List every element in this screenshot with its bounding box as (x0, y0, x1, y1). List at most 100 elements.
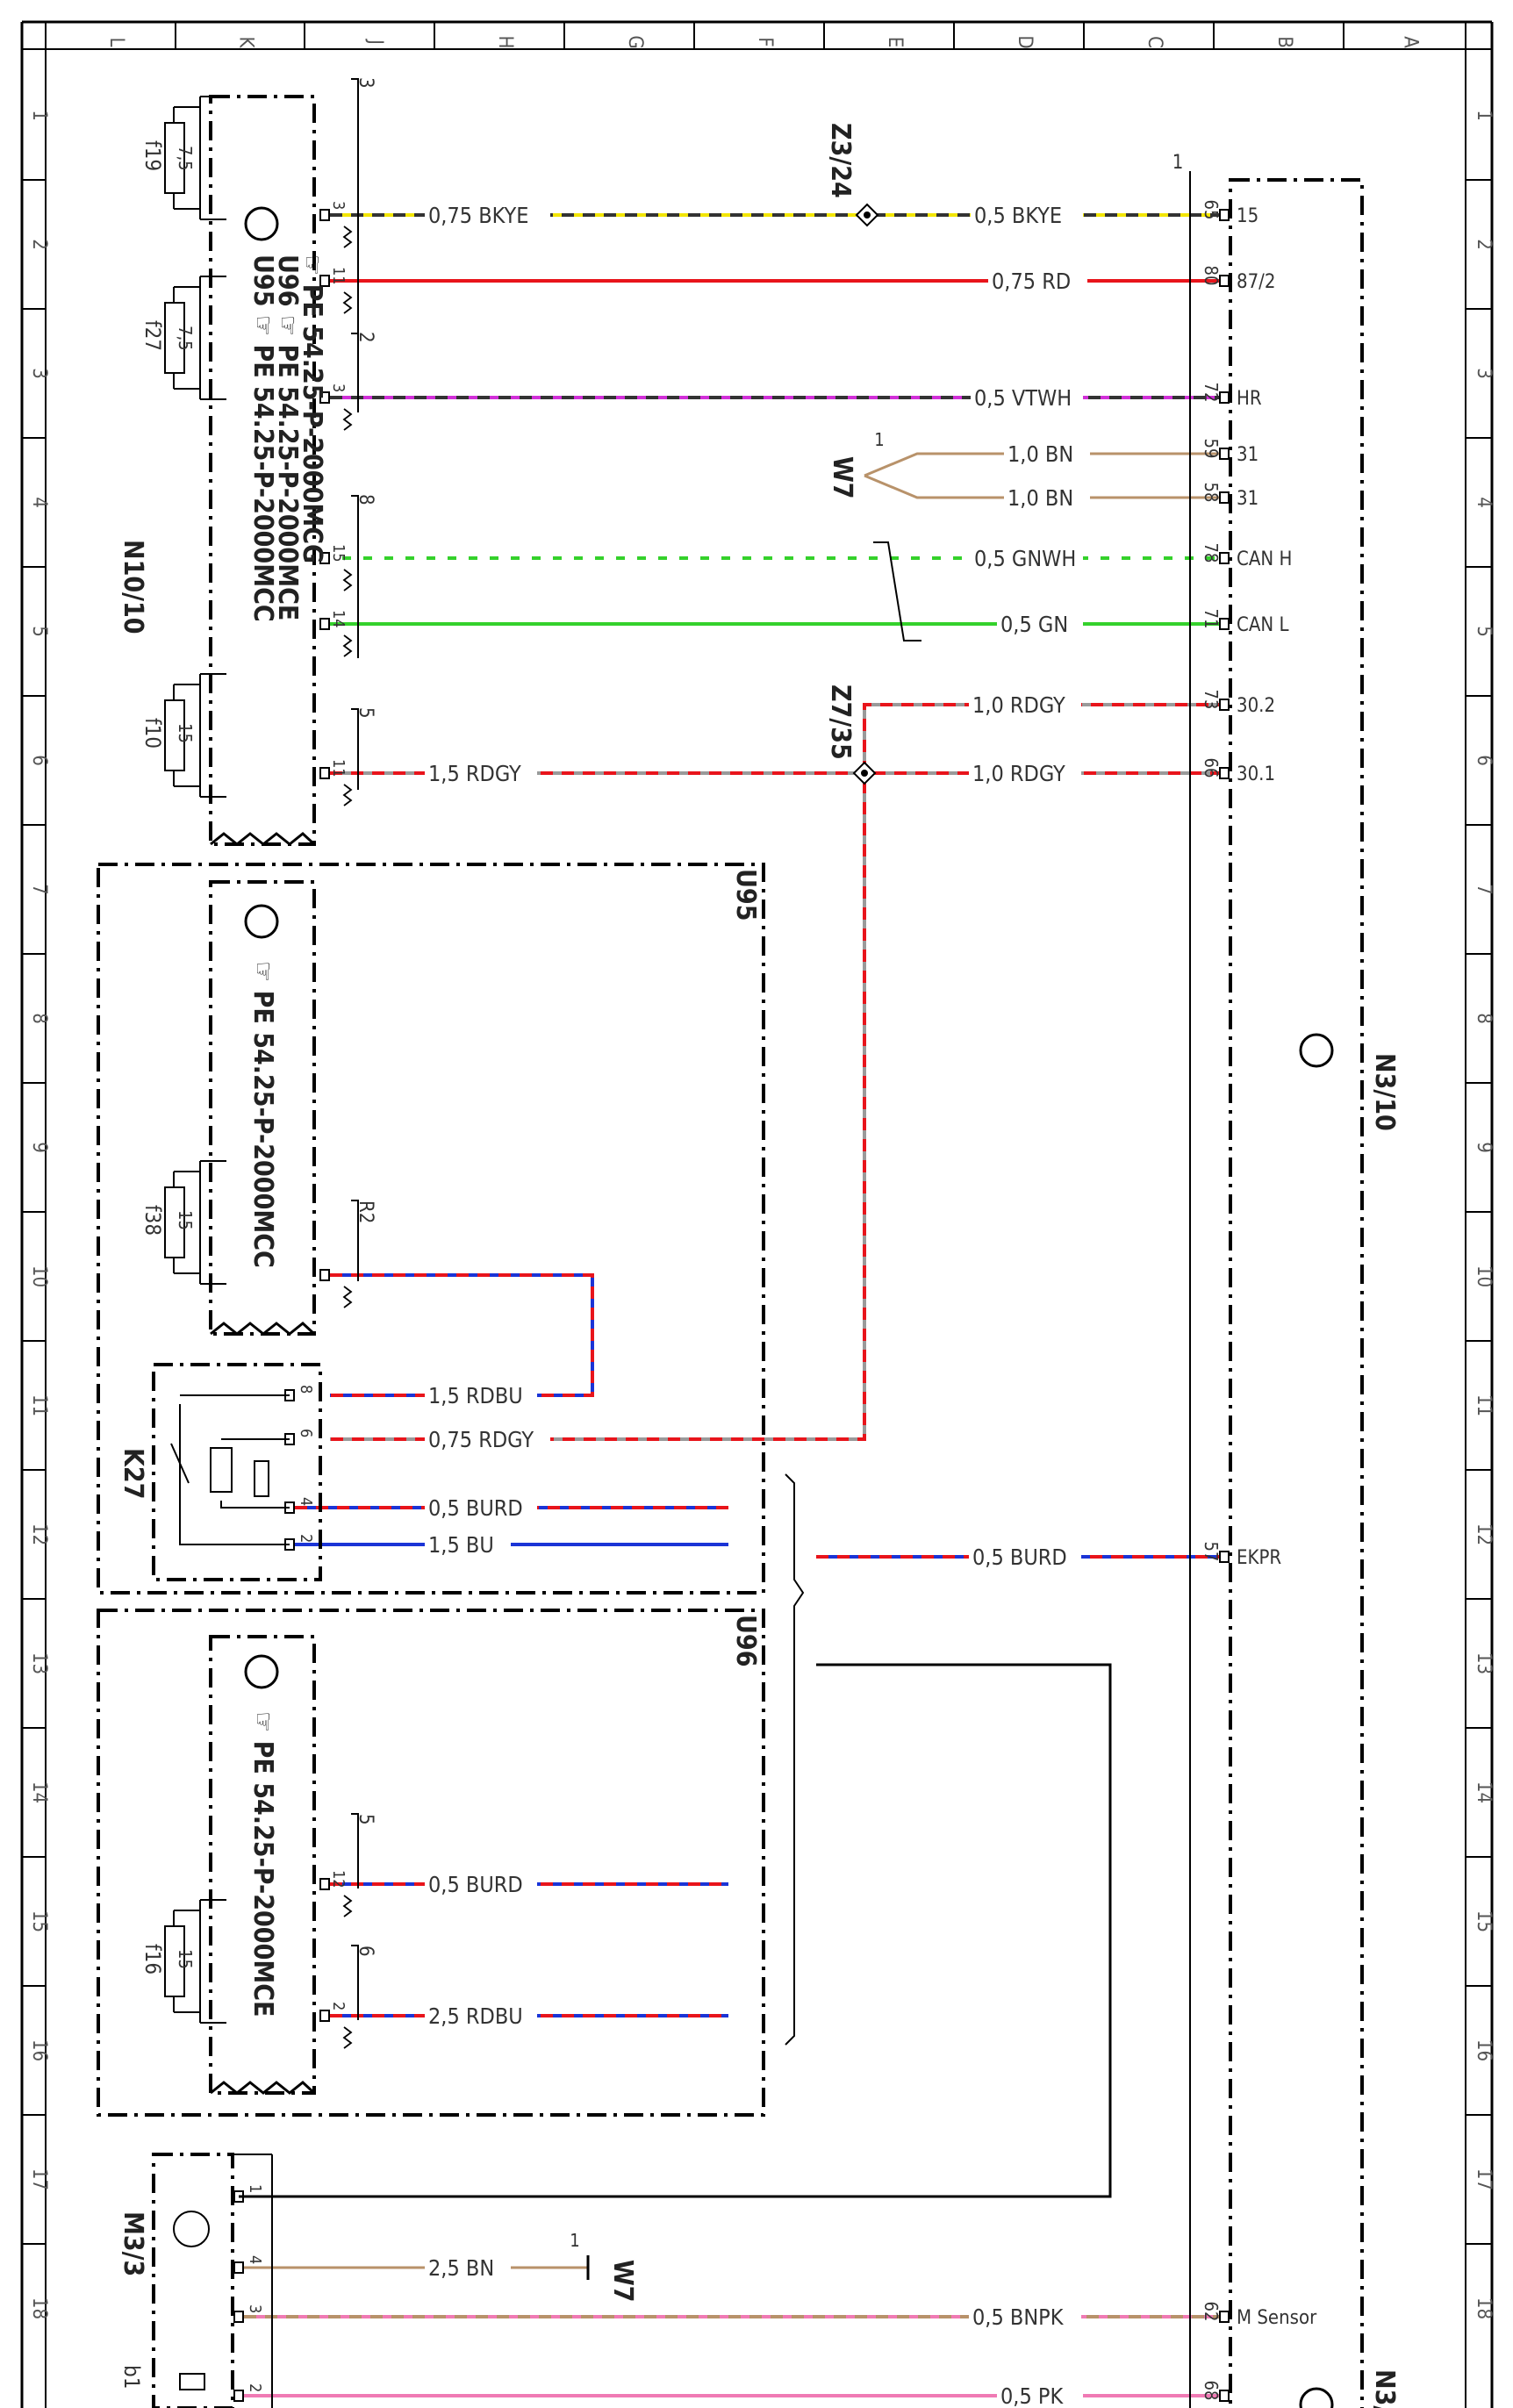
u96-pin-zig-1 (342, 2026, 353, 2049)
m3-3-pin-2 (233, 2311, 244, 2323)
row-label-right-13: 13 (1473, 1652, 1495, 1674)
n10-pin-zig-5 (342, 784, 353, 806)
z7-35-label: Z7/35 (825, 684, 856, 760)
u95-u96-brace (785, 1473, 805, 2046)
wire-label-15-left-bg (425, 204, 550, 230)
n10-conn-2 (351, 333, 359, 412)
n10-10-ref-2: ☞ PE 54.25-P-2000MCG (297, 254, 327, 563)
wire-label-31a: 1,0 BN (1007, 441, 1073, 467)
wire-label-u96-12: 0,5 BURD (428, 1872, 523, 1897)
wire-label-u96-2: 2,5 RDBU (428, 2003, 523, 2029)
fuse-f19-value: 7,5 (175, 146, 196, 171)
u95-conn-bracket (351, 1200, 359, 1281)
n10-pin-zig-0 (342, 226, 353, 248)
wire-label-canl: 0,5 GN (1000, 612, 1068, 637)
u96-conn-label-1: 6 (355, 1946, 376, 1957)
wire-label-15-right: 0,5 BKYE (974, 203, 1062, 228)
wire-label-msensor: 0,5 BNPK (972, 2304, 1065, 2330)
fuse-f10-name: f10 (140, 718, 165, 749)
n3-10-pin-58 (1219, 491, 1230, 504)
row-label-right-6: 6 (1473, 755, 1495, 766)
n3-10-pin-label-9: EKPR (1237, 1547, 1281, 1569)
col-label-K: K (235, 37, 257, 49)
wire-k27-6 (330, 781, 866, 1441)
row-label-right-9: 9 (1473, 1142, 1495, 1153)
m3-3-box (152, 2153, 234, 2408)
wire-label-k27-4: 0,5 BURD (428, 1495, 523, 1521)
n3-10-pin-59 (1219, 448, 1230, 460)
u95-break-icon (210, 1322, 316, 1336)
row-label-right-3: 3 (1473, 368, 1495, 379)
n10-conn-5 (351, 708, 359, 790)
n3-10-pin-label-10: M Sensor (1237, 2307, 1317, 2329)
u96-pin-0 (319, 1878, 330, 1890)
wire-label-hr-bg (971, 386, 1083, 412)
fuse-f10-body (164, 699, 185, 771)
n3-10-pin-68 (1219, 2390, 1230, 2402)
n10-pin-3 (319, 552, 330, 564)
row-label-right-16: 16 (1473, 2039, 1495, 2061)
n3-10-pin-num-80: 80 (1201, 266, 1222, 286)
n3-10-conn-label: 1 (1172, 152, 1184, 174)
row-label-left-5: 5 (28, 626, 50, 637)
col-label-A: A (1400, 36, 1422, 48)
wire-k27-6-stripe (330, 781, 866, 1441)
wire-label-31a-bg (1004, 442, 1090, 469)
row-label-left-11: 11 (28, 1394, 50, 1416)
u96-pin-zig-0 (342, 1895, 353, 1917)
k27-pin-num-3: 2 (297, 1534, 315, 1543)
z7-35-splice-dot (861, 770, 868, 777)
n10-pin-zig-1 (342, 291, 353, 314)
wire-label-u96-2-bg (425, 2004, 537, 2031)
fuse-f38-value: 15 (175, 1210, 196, 1230)
n3-bottom-label: N3/ (1369, 2369, 1400, 2408)
wire-u95-loop-stripe (330, 1273, 594, 1397)
row-label-right-1: 1 (1473, 110, 1495, 121)
z3-24-splice-dot (864, 211, 871, 219)
fuse-f38-body (164, 1186, 185, 1258)
wire-31-a (864, 452, 1220, 477)
fuse-f19-body (164, 122, 185, 194)
fuse-f16-body (164, 1925, 185, 1997)
n10-10-ref-1: U96 ☞ PE 54.25-P-2000MCE (272, 254, 303, 620)
fuse-f16-value: 15 (175, 1949, 196, 1969)
u95-conn-label: R2 (355, 1200, 376, 1223)
w7-top-pin: 1 (874, 429, 884, 450)
n3-10-pin-num-59: 59 (1201, 439, 1222, 459)
wire-u95-loop (330, 1273, 594, 1397)
row-label-left-1: 1 (28, 110, 50, 121)
row-label-right-17: 17 (1473, 2168, 1495, 2190)
u96-conn-bracket-1 (351, 1945, 359, 2020)
n10-conn-3-label: 3 (355, 77, 376, 89)
row-label-left-12: 12 (28, 1523, 50, 1545)
n3-10-pin-78 (1219, 552, 1230, 564)
n10-conn-5-label: 5 (355, 707, 376, 719)
u96-conn-label-0: 5 (355, 1814, 376, 1825)
k27-pin-2 (284, 1501, 295, 1514)
fuse-f27-value: 7,5 (175, 326, 196, 351)
n3-10-pin-label-0: 15 (1237, 205, 1258, 227)
wire-label-pk: 0,5 PK (1000, 2383, 1064, 2408)
n10-pin-zig-4 (342, 634, 353, 657)
wire-k27-6-base (330, 781, 866, 1441)
m3-3-label: M3/3 (118, 2211, 148, 2276)
row-label-left-4: 4 (28, 497, 50, 508)
n10-pin-num-1: 11 (329, 267, 348, 285)
wire-label-m33-4-bg (425, 2256, 511, 2283)
k27-relay-symbol (170, 1394, 290, 1545)
n3-10-pin-num-78: 78 (1201, 543, 1222, 563)
n3-10-pin-num-62: 62 (1201, 2302, 1222, 2322)
n3-10-pin-label-6: CAN L (1237, 614, 1288, 636)
m3-3-pin-num-2: 3 (246, 2304, 264, 2313)
row-label-right-4: 4 (1473, 497, 1495, 508)
row-label-right-15: 15 (1473, 1910, 1495, 1932)
n3-10-pin-label-7: 30.2 (1237, 695, 1275, 717)
k27-wire-d (220, 1501, 290, 1509)
fuse-f38 (164, 1160, 226, 1285)
u96-break-icon (210, 2081, 316, 2095)
k27-label: K27 (118, 1448, 148, 1499)
row-label-left-2: 2 (28, 239, 50, 250)
